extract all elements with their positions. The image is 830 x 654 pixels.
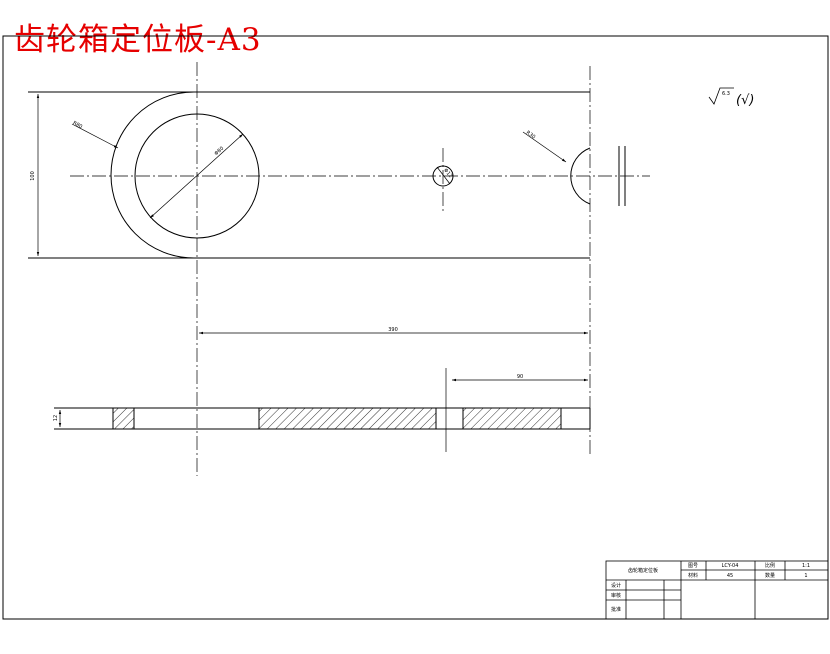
dim-big-diameter: Φ80: [213, 146, 225, 157]
drawing-title: 齿轮箱定位板-A3: [14, 22, 262, 58]
small-hole-leader: [436, 166, 451, 185]
tb-scale-label: 比例: [765, 562, 775, 569]
tb-quantity-label: 数量: [765, 572, 775, 579]
surface-roughness-symbol: 6.3 (√): [708, 87, 754, 108]
dim-small-hole: Φ12: [442, 167, 453, 179]
right-radius-leader: [522, 131, 567, 163]
tb-part-name: 齿轮箱定位板: [628, 567, 658, 574]
dim-hole-spacing: 390: [388, 327, 398, 333]
title-block-text: 齿轮箱定位板 图号 LCY-04 比例 1:1 材料 45 数量 1 设计 审核…: [611, 562, 810, 613]
tb-material: 45: [727, 573, 733, 579]
tb-checker-label: 审核: [611, 592, 621, 599]
dim-right-radius: R30: [525, 130, 537, 141]
dim-big-radius: R80: [72, 120, 84, 130]
drawing-border: [2, 35, 829, 620]
tb-scale: 1:1: [802, 563, 810, 569]
roughness-suffix: (√): [736, 93, 754, 108]
tb-material-label: 材料: [688, 572, 698, 579]
title-block: [605, 560, 829, 620]
roughness-check-icon: [708, 87, 734, 105]
tb-drawing-no: LCY-04: [722, 563, 739, 569]
tb-quantity: 1: [804, 573, 807, 579]
roughness-value: 6.3: [722, 91, 730, 97]
dim-width: 100: [30, 171, 36, 181]
right-notch-arc: [570, 147, 591, 205]
big-end-arc: [110, 91, 195, 259]
top-view: [28, 91, 626, 259]
top-view-dimensions: [36, 94, 567, 256]
tb-designer-label: 设计: [611, 582, 621, 589]
big-radius-leader: [71, 123, 119, 149]
section-view: [54, 407, 591, 430]
section-hatch-left: [112, 407, 135, 430]
length-dimensions: [199, 331, 588, 452]
top-view-dimension-text: 100 R80 Φ80 Φ12 R30: [30, 120, 536, 181]
dim-offset: 90: [517, 374, 523, 380]
tb-drawing-no-label: 图号: [688, 563, 698, 569]
dim-thickness: 12: [53, 415, 59, 421]
big-diameter-line: [149, 133, 244, 219]
section-hatch-middle: [258, 407, 437, 430]
tb-approver-label: 批准: [611, 606, 621, 613]
section-hatch-right: [462, 407, 562, 430]
